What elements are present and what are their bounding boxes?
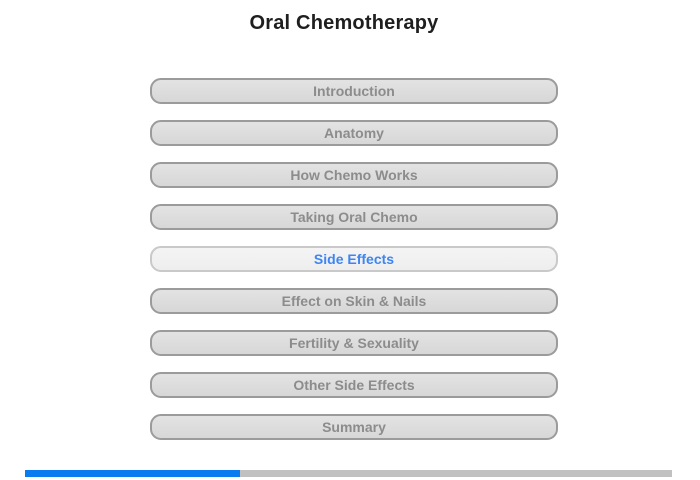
nav-button-label: Introduction — [313, 83, 395, 99]
nav-button-taking-oral-chemo[interactable]: Taking Oral Chemo — [150, 204, 558, 230]
nav-menu: Introduction Anatomy How Chemo Works Tak… — [150, 78, 558, 456]
page-title: Oral Chemotherapy — [249, 12, 439, 34]
nav-button-label: Summary — [322, 419, 386, 435]
progress-fill — [25, 470, 240, 477]
nav-button-label: Taking Oral Chemo — [290, 209, 418, 225]
nav-button-side-effects[interactable]: Side Effects — [150, 246, 558, 272]
nav-button-anatomy[interactable]: Anatomy — [150, 120, 558, 146]
nav-button-label: How Chemo Works — [290, 167, 418, 183]
nav-button-label: Fertility & Sexuality — [289, 335, 419, 351]
nav-button-other-side-effects[interactable]: Other Side Effects — [150, 372, 558, 398]
nav-button-fertility-sexuality[interactable]: Fertility & Sexuality — [150, 330, 558, 356]
nav-button-introduction[interactable]: Introduction — [150, 78, 558, 104]
nav-button-effect-on-skin-nails[interactable]: Effect on Skin & Nails — [150, 288, 558, 314]
nav-button-label: Side Effects — [313, 251, 395, 267]
nav-button-label: Anatomy — [324, 125, 384, 141]
progress-bar — [25, 470, 672, 477]
nav-button-label: Other Side Effects — [293, 377, 415, 393]
nav-button-summary[interactable]: Summary — [150, 414, 558, 440]
nav-button-label: Effect on Skin & Nails — [281, 293, 427, 309]
nav-button-how-chemo-works[interactable]: How Chemo Works — [150, 162, 558, 188]
